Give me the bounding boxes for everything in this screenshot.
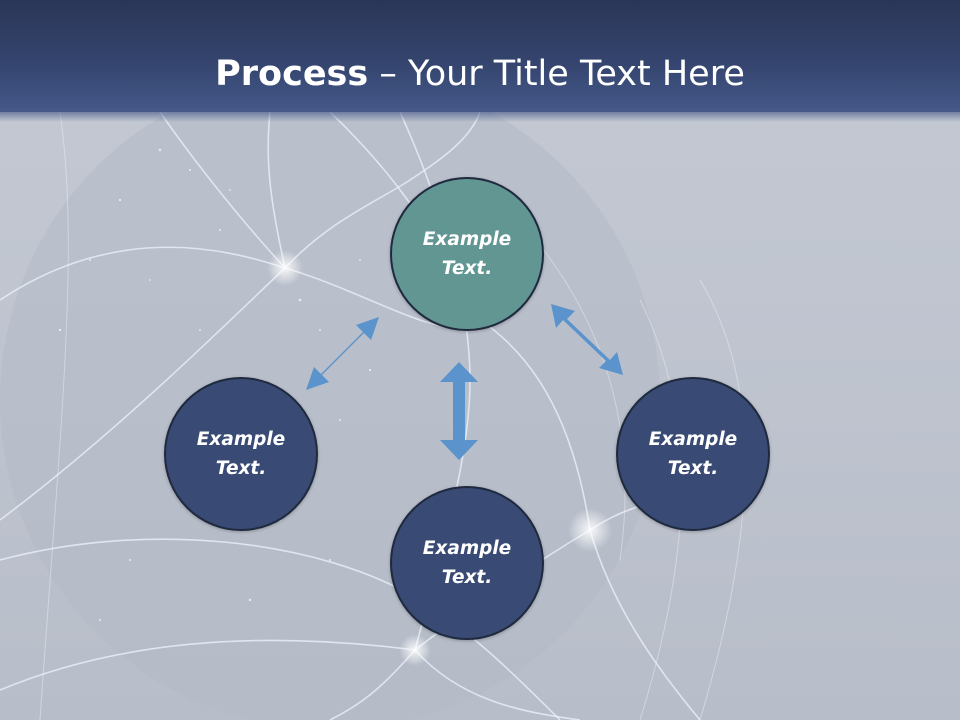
slide-title-bold: Process — [215, 54, 369, 94]
process-node-left: Example Text. — [164, 377, 318, 531]
process-node-bottom: Example Text. — [390, 486, 544, 640]
slide-title: Process – Your Title Text Here — [0, 52, 960, 96]
title-bar-fade — [0, 108, 960, 122]
process-node-left-label: Example Text. — [196, 429, 286, 479]
process-node-right-label: Example Text. — [648, 429, 738, 479]
slide-title-rest: – Your Title Text Here — [368, 54, 745, 94]
process-node-bottom-label: Example Text. — [422, 538, 512, 588]
process-node-right: Example Text. — [616, 377, 770, 531]
process-node-top-label: Example Text. — [422, 229, 512, 279]
title-bar — [0, 0, 960, 112]
process-node-top: Example Text. — [390, 177, 544, 331]
